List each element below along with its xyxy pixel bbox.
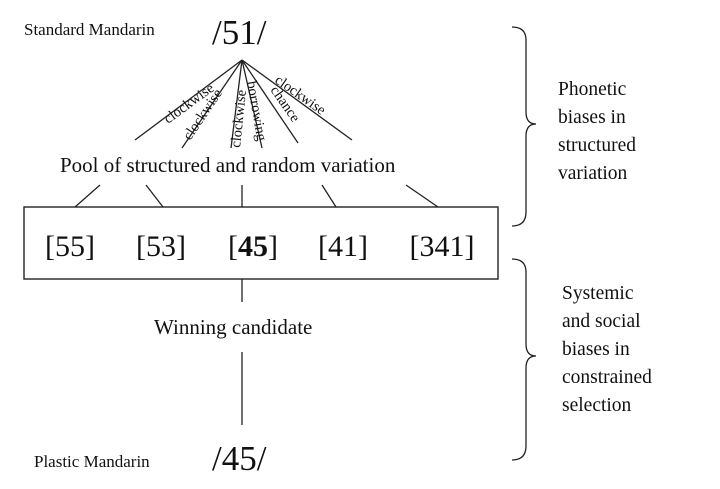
side-note-lower-line-5: selection <box>562 395 632 416</box>
candidate-3-value: 45 <box>238 230 268 263</box>
side-note-lower-line-4: constrained <box>562 367 652 388</box>
upper-bracket <box>511 26 537 227</box>
candidate-3-open: [ <box>228 230 238 263</box>
candidate-1-value: 55 <box>55 230 85 263</box>
candidate-5: [341] <box>410 230 475 263</box>
side-note-lower-line-3: biases in <box>562 339 630 360</box>
candidate-5-value: 341 <box>420 230 465 263</box>
source-tone: /51/ <box>212 13 267 52</box>
candidate-4-open: [ <box>318 230 328 263</box>
target-tone: /45/ <box>212 439 267 478</box>
branch-line-1 <box>134 59 243 141</box>
branch-line-6 <box>241 59 353 141</box>
candidate-3-close: ] <box>268 230 278 263</box>
side-note-upper: Phonetic biases in structured variation <box>558 79 641 184</box>
side-note-lower: Systemic and social biases in constraine… <box>562 283 657 416</box>
side-note-upper-line-2: biases in <box>558 107 626 128</box>
candidate-1: [55] <box>45 230 95 263</box>
side-note-upper-line-3: structured <box>558 135 636 156</box>
branch-line-5 <box>241 59 299 144</box>
side-note-upper-line-4: variation <box>558 163 628 184</box>
pool-label: Pool of structured and random variation <box>60 153 396 177</box>
branch-line-4 <box>241 59 263 149</box>
candidate-4: [41] <box>318 230 368 263</box>
side-note-lower-line-1: Systemic <box>562 283 634 304</box>
candidate-2: [53] <box>136 230 186 263</box>
side-note-upper-line-1: Phonetic <box>558 79 627 100</box>
candidate-4-value: 41 <box>328 230 358 263</box>
candidate-1-close: ] <box>85 230 95 263</box>
pool-line-1 <box>74 184 101 208</box>
candidate-3-winner: [45] <box>228 230 278 263</box>
pool-line-4 <box>321 184 337 208</box>
branch-label-3: clockwise <box>228 89 250 148</box>
candidate-2-close: ] <box>176 230 186 263</box>
candidate-5-close: ] <box>465 230 475 263</box>
branch-line-3 <box>230 59 243 149</box>
candidate-2-open: [ <box>136 230 146 263</box>
source-variety-label: Standard Mandarin <box>24 20 155 39</box>
branch-line-2 <box>181 59 243 149</box>
winner-label: Winning candidate <box>154 315 312 339</box>
side-note-lower-line-2: and social <box>562 311 641 332</box>
pool-line-5 <box>405 184 439 208</box>
candidate-4-close: ] <box>358 230 368 263</box>
candidate-2-value: 53 <box>146 230 176 263</box>
candidate-5-open: [ <box>410 230 420 263</box>
pool-to-candidate-lines <box>74 184 439 208</box>
candidate-1-open: [ <box>45 230 55 263</box>
pool-line-2 <box>145 184 164 208</box>
candidate-box <box>23 206 499 280</box>
branch-lines <box>134 59 353 149</box>
target-variety-label: Plastic Mandarin <box>34 452 150 471</box>
lower-bracket <box>511 258 537 461</box>
